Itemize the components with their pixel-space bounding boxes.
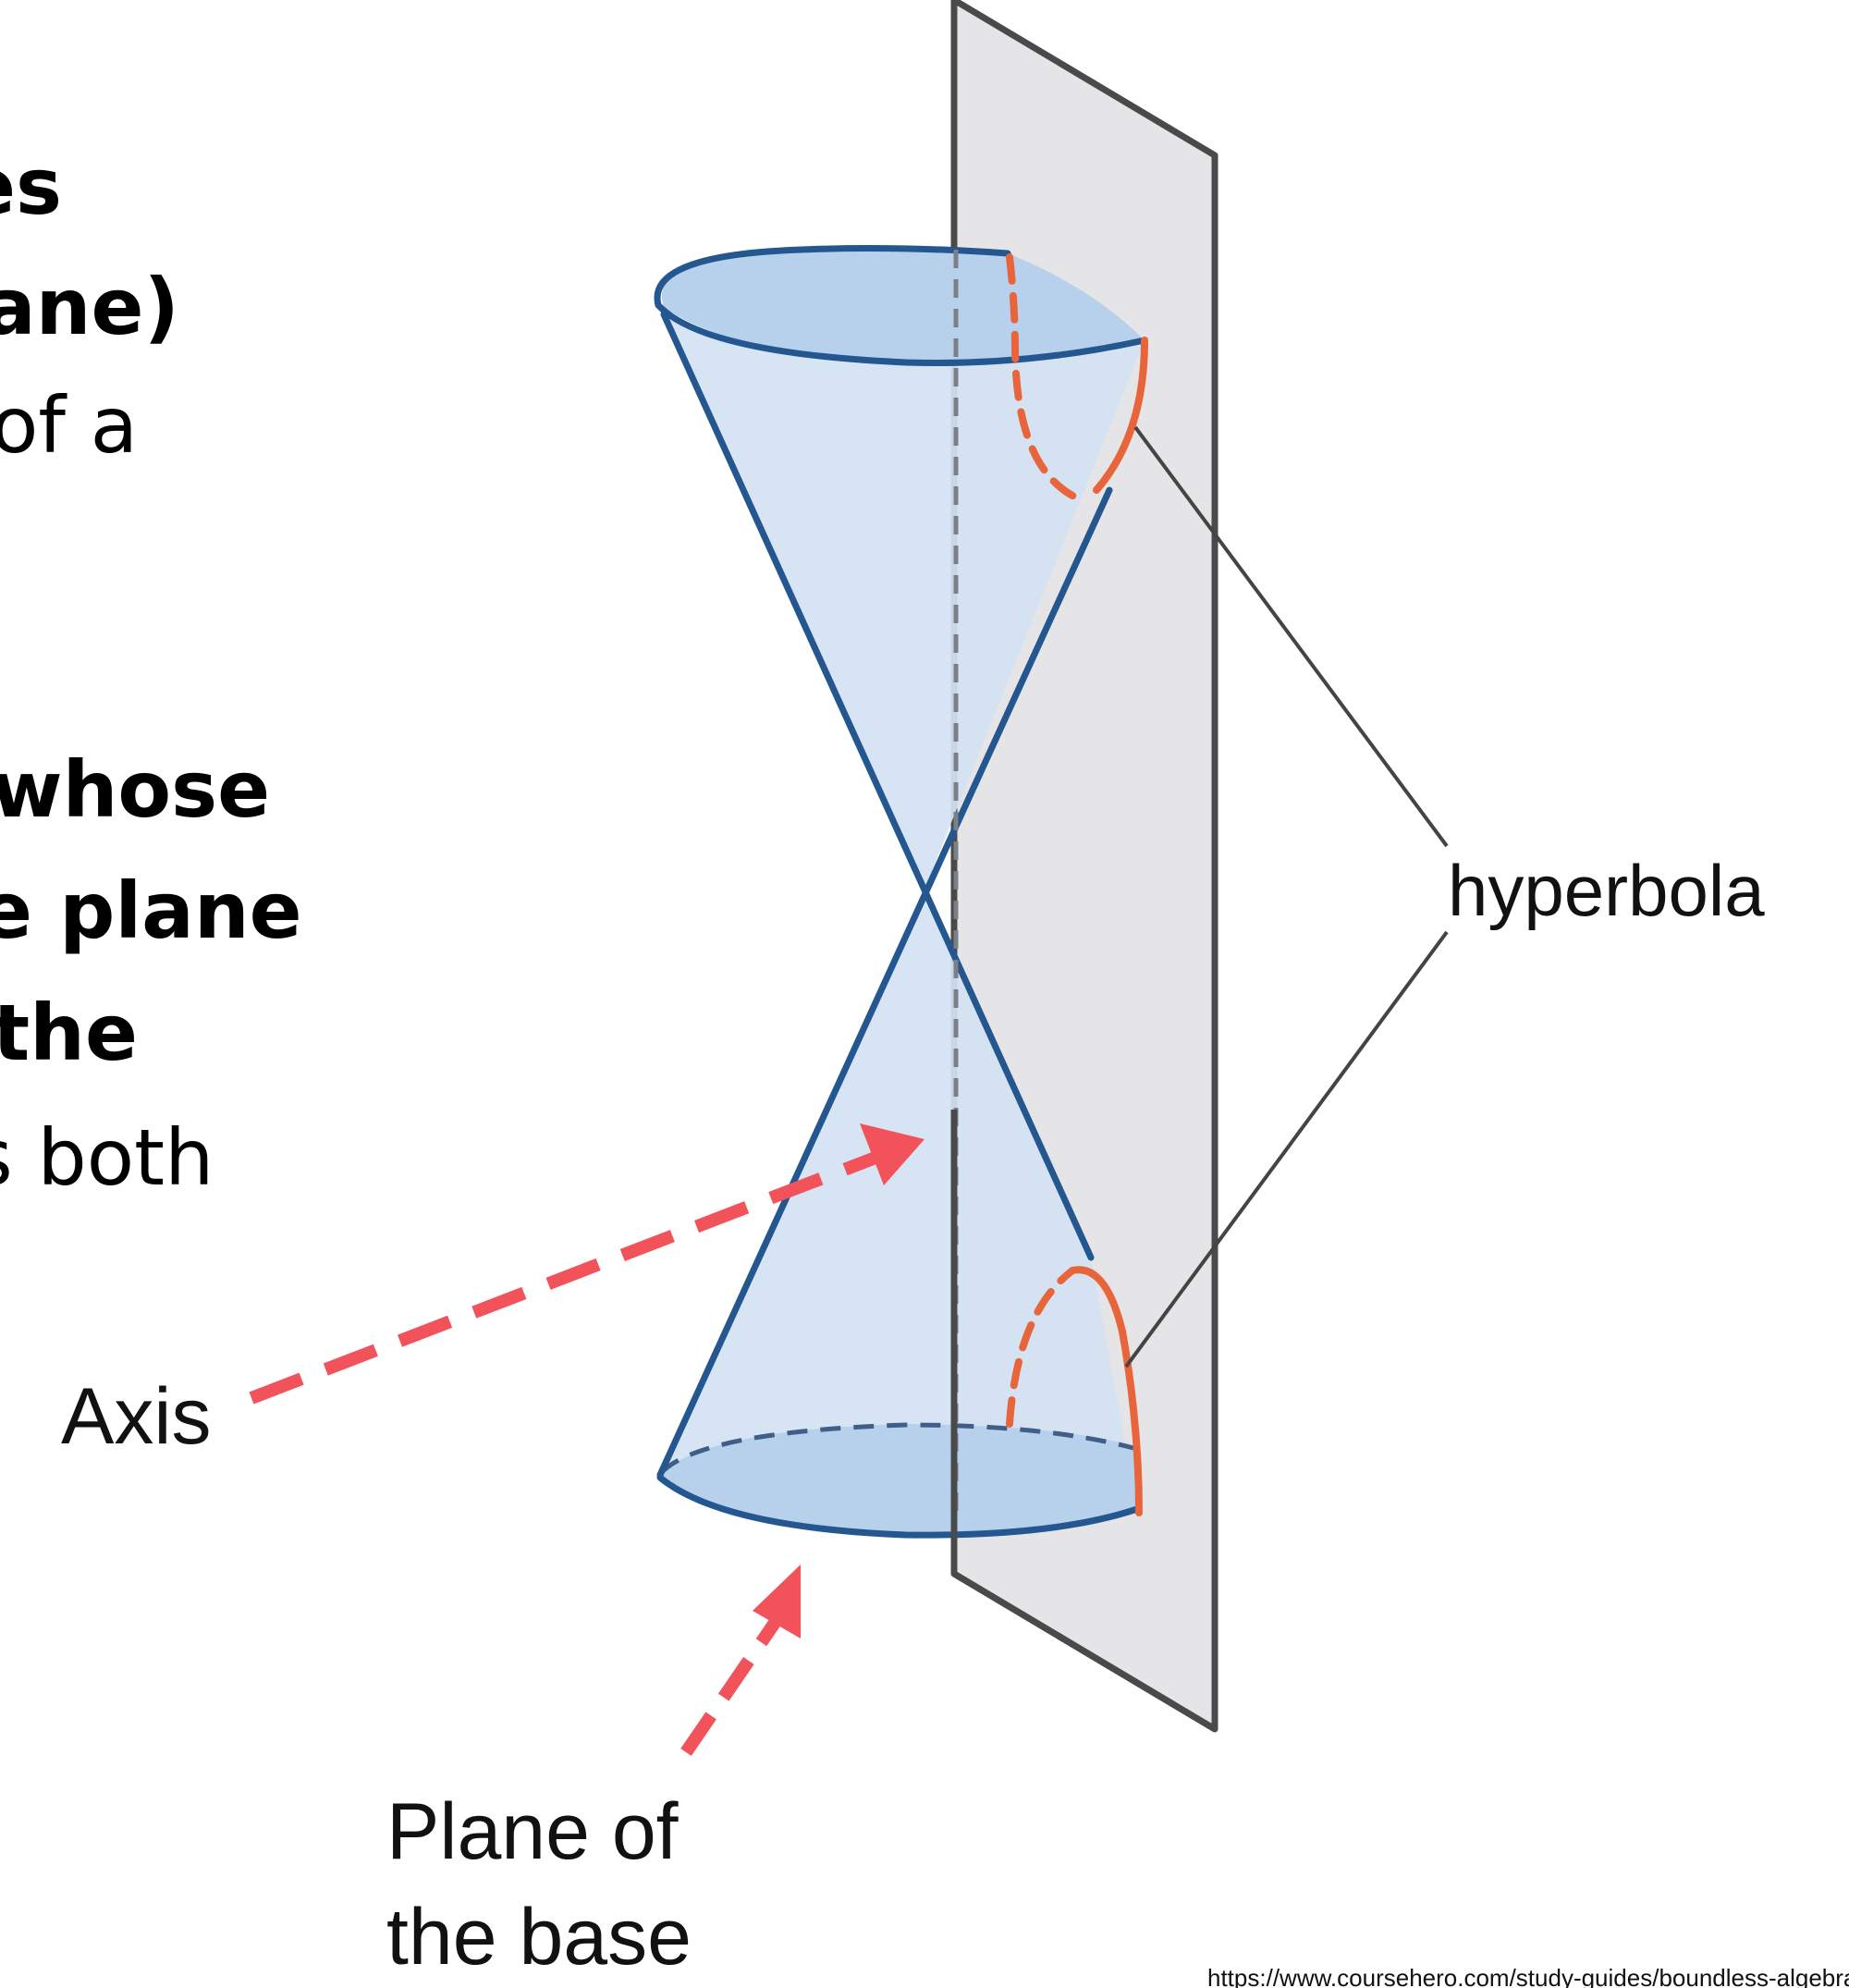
hyperbola-branches [1006, 253, 1148, 1516]
slide-text-line-7: s both [0, 1112, 214, 1203]
slide-text-line-3: of a [0, 380, 139, 471]
leader-line-lower [1124, 930, 1449, 1368]
base-label-line-2: the base [386, 1893, 692, 1982]
source-url: https://www.coursehero.com/study-guides/… [1207, 1964, 1849, 1988]
cone-edge-right-upper [656, 486, 1113, 1479]
axis-arrowhead [860, 1123, 924, 1185]
annotation-arrows [249, 1123, 924, 1756]
base-arrowhead [753, 1565, 801, 1638]
lower-cone-base-back [660, 1422, 1134, 1474]
slide-text-line-1: es [0, 141, 62, 232]
slide-text-line-6: the [0, 988, 138, 1078]
base-label-line-1: Plane of [386, 1787, 680, 1876]
hyperbola-lower-visible [1069, 1266, 1143, 1516]
slide-text-line-2: ane) [0, 262, 179, 352]
hyperbola-label: hyperbola [1448, 850, 1765, 931]
leader-line-upper [1133, 425, 1449, 848]
upper-cone-body [664, 314, 1145, 890]
axis-arrow [249, 1147, 890, 1405]
hyperbola-upper-hidden [1006, 253, 1084, 503]
axis-label: Axis [61, 1372, 211, 1461]
slide-text-line-5: e plane [0, 865, 302, 956]
lower-cone-base-front [656, 1474, 1141, 1539]
slide-text-line-4: whose [0, 744, 271, 835]
upper-cone-cap [661, 248, 1145, 363]
base-arrow [680, 1616, 782, 1756]
hyperbola-leader-lines [1124, 425, 1449, 1368]
hyperbola-lower-hidden [1006, 1267, 1076, 1428]
lower-cone-base [660, 1424, 1137, 1536]
cone-edge-left-upper [660, 311, 1095, 1261]
hyperbola-upper-visible [1093, 337, 1148, 494]
upper-cone-rim [654, 244, 1148, 366]
cutting-plane-front-edge [952, 1570, 1217, 1733]
